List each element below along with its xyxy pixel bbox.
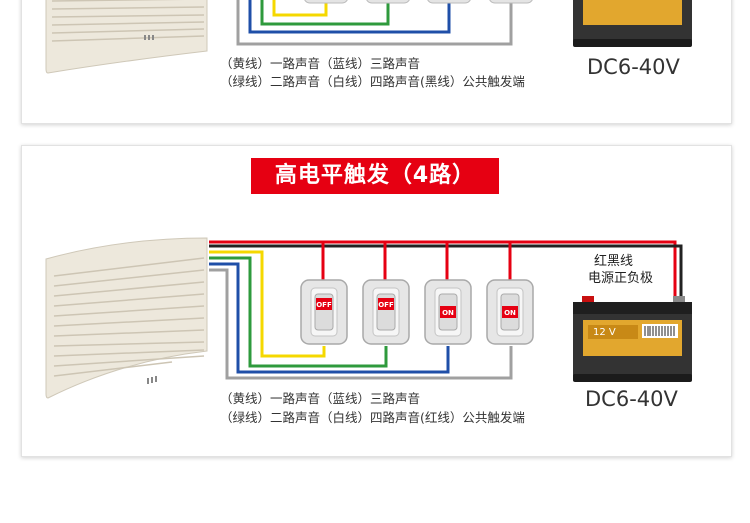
- switch-4[interactable]: ON: [486, 279, 534, 345]
- switch-3[interactable]: ON: [424, 279, 472, 345]
- speaker: [45, 0, 208, 74]
- barcode-icon: [642, 324, 678, 338]
- speaker: [45, 237, 208, 399]
- red-wire: [209, 240, 677, 296]
- blue-wire: [209, 262, 450, 374]
- bottom-legend-line-2: （绿线）二路声音（白线）四路声音(红线）公共触发端: [220, 410, 525, 425]
- top-voltage-label: DC6-40V: [587, 55, 680, 79]
- switch-1[interactable]: OFF: [300, 279, 348, 345]
- bottom-voltage-label: DC6-40V: [585, 387, 678, 411]
- bottom-wires: [209, 240, 683, 380]
- top-switches: [304, 0, 533, 4]
- top-wires: [236, 0, 513, 46]
- top-legend-line-2: （绿线）二路声音（白线）四路声音(黑线）公共触发端: [220, 74, 525, 89]
- battery-note-line-2: 电源正负极: [588, 271, 654, 286]
- battery-voltage-badge: 12 V: [593, 327, 616, 338]
- switch-2-state: OFF: [378, 301, 394, 309]
- top-battery: [573, 0, 692, 47]
- battery: 12 V: [573, 296, 692, 382]
- bottom-legend-line-1: （黄线）一路声音（蓝线）三路声音: [220, 391, 421, 406]
- switch-1-state: OFF: [316, 301, 332, 309]
- gray-wire: [209, 268, 513, 380]
- yellow-wire: [209, 250, 326, 358]
- black-wire: [209, 244, 683, 296]
- bottom-wiring-panel: 高电平触发（4路）: [21, 145, 732, 457]
- battery-note-line-1: 红黑线: [594, 254, 634, 269]
- switch-3-state: ON: [442, 309, 454, 317]
- top-wiring-diagram: [45, 0, 692, 74]
- bottom-wiring-diagram: OFF OFF ON ON: [45, 237, 692, 399]
- top-wiring-panel: （黄线）一路声音（蓝线）三路声音 （绿线）二路声音（白线）四路声音(黑线）公共触…: [21, 0, 732, 124]
- top-legend-line-1: （黄线）一路声音（蓝线）三路声音: [220, 56, 421, 71]
- negative-terminal: [673, 296, 685, 304]
- switch-2[interactable]: OFF: [362, 279, 410, 345]
- positive-terminal: [582, 296, 594, 304]
- section-title-banner: 高电平触发（4路）: [251, 158, 499, 194]
- switch-4-state: ON: [504, 309, 516, 317]
- green-wire: [209, 256, 388, 368]
